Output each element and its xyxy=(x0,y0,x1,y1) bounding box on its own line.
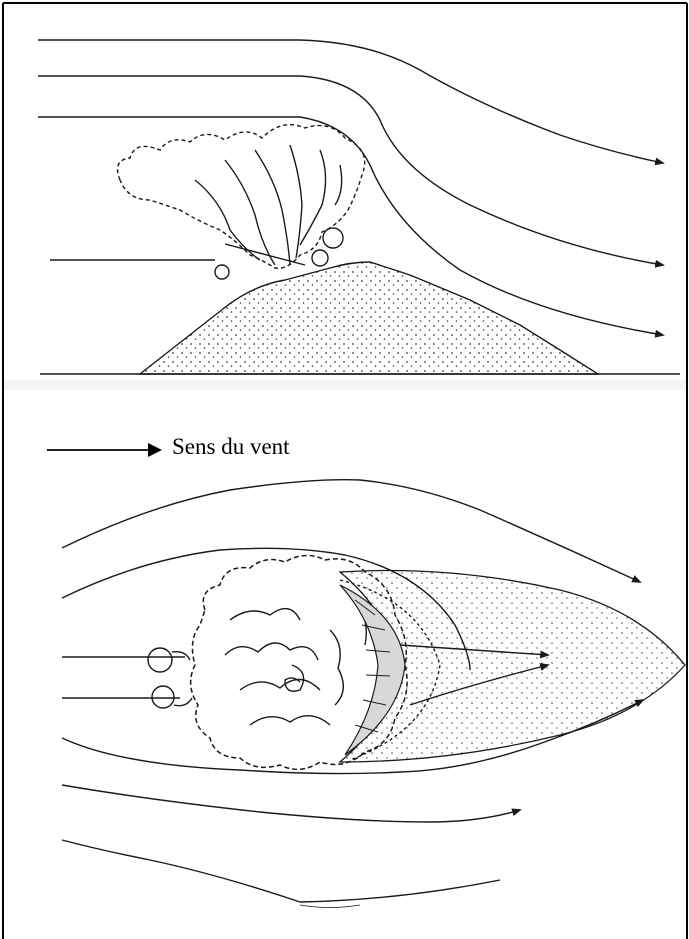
legend-arrow xyxy=(47,443,162,457)
puff-1 xyxy=(323,228,343,248)
puff-3 xyxy=(215,265,229,279)
puff-top-2 xyxy=(152,686,174,708)
puff-2 xyxy=(312,250,328,266)
flow-line-7 xyxy=(62,840,500,902)
streamline-1 xyxy=(38,40,663,163)
flow-line-1 xyxy=(62,480,640,582)
top-view-panel xyxy=(62,480,685,908)
legend-label: Sens du vent xyxy=(172,435,290,458)
puff-top-1 xyxy=(148,648,172,672)
streamline-2 xyxy=(38,76,663,265)
flow-line-6 xyxy=(62,785,520,822)
side-view-panel xyxy=(38,40,680,374)
volcano-cone xyxy=(140,262,598,374)
